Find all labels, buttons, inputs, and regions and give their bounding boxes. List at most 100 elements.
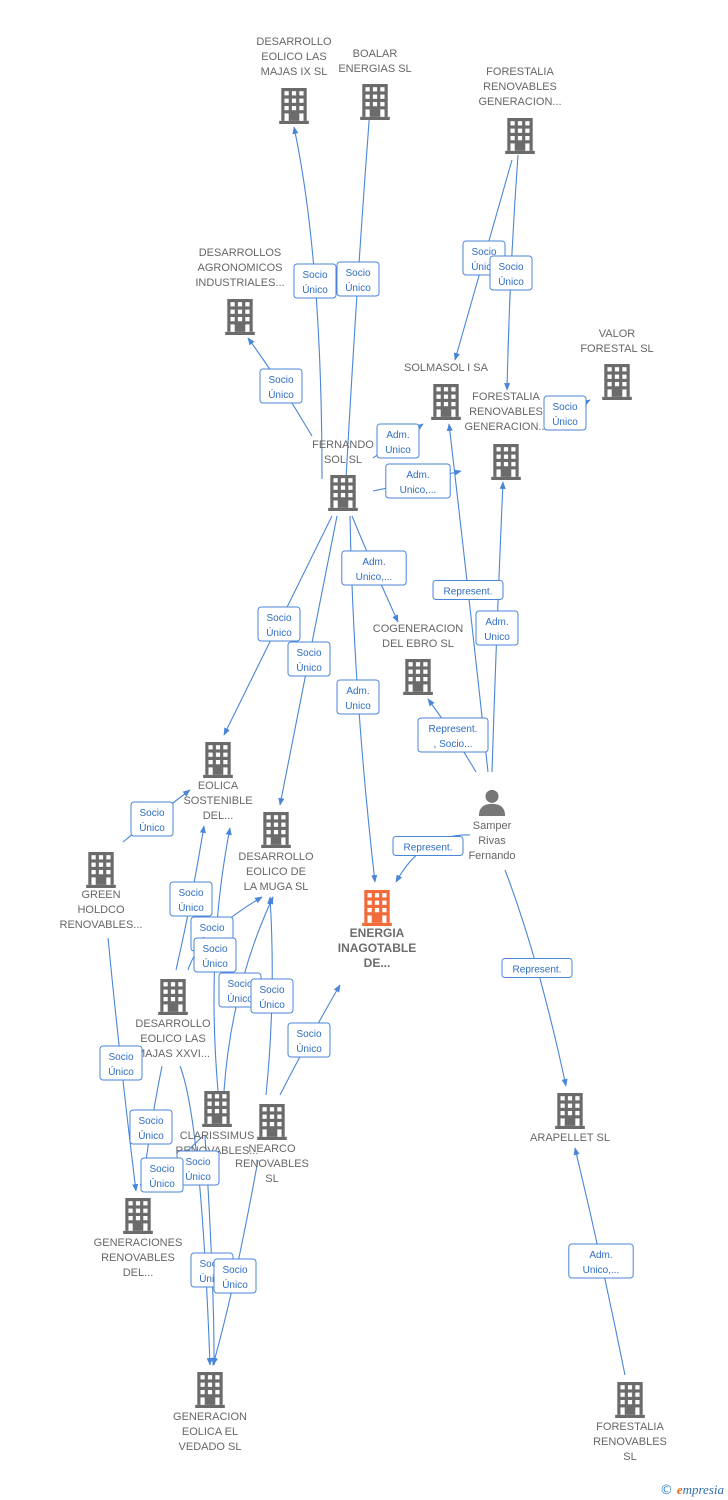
- node-label: MAJAS IX SL: [261, 66, 328, 78]
- edge-label-box: [193, 937, 237, 973]
- edge-label-text: Represent.: [444, 587, 493, 598]
- edge-label[interactable]: Represent.: [501, 958, 573, 978]
- node-label: AGRONOMICOS: [198, 262, 283, 274]
- node-label: RENOVABLES: [101, 1252, 175, 1264]
- edge-label[interactable]: Adm. Unico,...: [341, 550, 407, 586]
- edge-label[interactable]: Adm.Unico,...: [385, 463, 451, 499]
- edge-label-text: Unico,...: [583, 1265, 620, 1276]
- node-label: DESARROLLO: [135, 1018, 211, 1030]
- node-label: VEDADO SL: [179, 1441, 242, 1453]
- node-label: RENOVABLES: [483, 81, 557, 93]
- edge-label[interactable]: Adm.Unico,...: [568, 1243, 634, 1279]
- node-label: HOLDCO: [77, 904, 125, 916]
- edge-label-text: Único: [108, 1065, 134, 1078]
- edge-label-text: Adm.: [362, 557, 385, 568]
- node-label: GENERACIONES: [94, 1237, 183, 1249]
- node-clarissimus[interactable]: CLARISSIMUSRENOVABLES...: [176, 1091, 259, 1157]
- node-energia[interactable]: ENERGIAINAGOTABLEDE...: [338, 890, 416, 970]
- node-label: INAGOTABLE: [338, 941, 416, 955]
- node-green[interactable]: GREENHOLDCORENOVABLES...: [60, 852, 143, 931]
- node-solmasol[interactable]: SOLMASOL I SA: [404, 362, 489, 420]
- edge-fernando-to-desarrollo_ix[interactable]: [292, 126, 323, 480]
- node-label: SL: [623, 1451, 636, 1463]
- building-icon: [403, 659, 433, 695]
- node-eolica_sostenible[interactable]: EOLICASOSTENIBLEDEL...: [183, 742, 253, 822]
- edge-label[interactable]: Represent., Socio...: [417, 717, 489, 753]
- building-icon: [158, 979, 188, 1015]
- edge-label-box: [475, 610, 519, 646]
- edge-label-text: Socio: [178, 888, 203, 899]
- node-label: Fernando: [468, 850, 515, 862]
- node-label: EOLICO LAS: [261, 51, 326, 63]
- edge-label[interactable]: Adm.Unico: [475, 610, 519, 646]
- node-generaciones[interactable]: GENERACIONESRENOVABLESDEL...: [94, 1198, 183, 1279]
- edge-label-box: [336, 679, 380, 715]
- edge-label-text: Único: [345, 281, 371, 294]
- node-label: EOLICO LAS: [140, 1033, 205, 1045]
- edge-label[interactable]: Represent.: [432, 580, 504, 600]
- edge-label-text: Único: [138, 1129, 164, 1142]
- edge-label-text: Represent.: [429, 724, 478, 735]
- node-label: INDUSTRIALES...: [195, 277, 284, 289]
- edge-label-text: Unico,...: [356, 572, 393, 583]
- building-icon: [555, 1093, 585, 1129]
- edge-label[interactable]: Adm.Unico: [376, 423, 420, 459]
- node-label: SOSTENIBLE: [183, 795, 252, 807]
- edge-label-text: Socio: [302, 270, 327, 281]
- edge-label-box: [169, 881, 213, 917]
- edge-label[interactable]: Adm.Unico: [336, 679, 380, 715]
- node-forestalia_mid[interactable]: FORESTALIARENOVABLESGENERACION...: [464, 391, 548, 480]
- edge-label-text: Unico,...: [400, 485, 437, 496]
- node-label: Samper: [473, 820, 512, 832]
- edge-label-box: [385, 463, 451, 499]
- edge-label-text: Socio: [259, 985, 284, 996]
- building-icon: [195, 1372, 225, 1408]
- node-label: GREEN: [81, 889, 120, 901]
- node-label: DESARROLLO: [238, 851, 314, 863]
- building-icon: [279, 88, 309, 124]
- edge-label[interactable]: Represent.: [392, 836, 464, 856]
- copyright-icon: ©: [659, 1483, 673, 1498]
- node-label: CLARISSIMUS: [180, 1130, 255, 1142]
- edge-label-text: Único: [139, 821, 165, 834]
- edge-label-text: Único: [227, 992, 253, 1005]
- edge-label-text: Único: [178, 901, 204, 914]
- node-arapellet[interactable]: ARAPELLET SL: [530, 1093, 610, 1144]
- edge-label-box: [336, 261, 380, 297]
- node-label: SOLMASOL I SA: [404, 362, 489, 374]
- building-icon: [602, 364, 632, 400]
- edge-label-text: Adm.: [485, 617, 508, 628]
- node-forestalia_top[interactable]: FORESTALIARENOVABLESGENERACION...: [478, 66, 562, 154]
- footer-brand[interactable]: ©empresia: [660, 1482, 724, 1498]
- edge-label-text: Socio: [199, 923, 224, 934]
- node-agronomicos[interactable]: DESARROLLOSAGRONOMICOSINDUSTRIALES...: [195, 247, 285, 335]
